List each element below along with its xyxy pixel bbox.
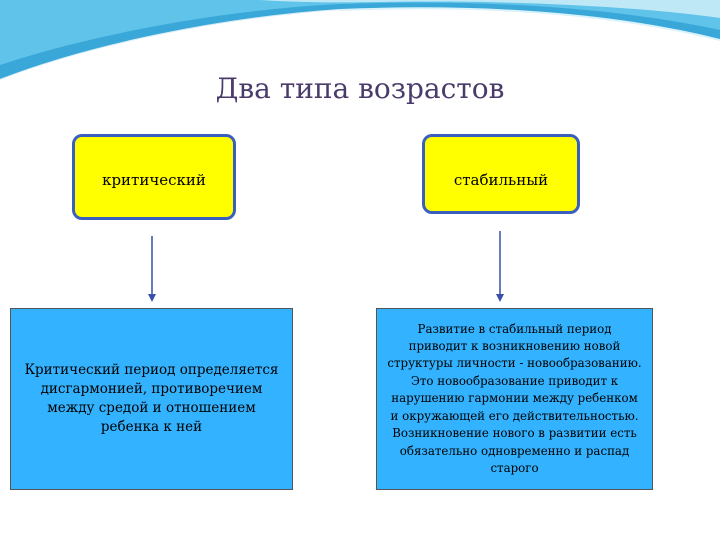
critical-type-label: критический: [102, 171, 206, 189]
critical-type-box: критический: [72, 134, 236, 220]
critical-description-text: Критический период определяется дисгармо…: [23, 361, 280, 437]
stable-type-label: стабильный: [454, 171, 548, 189]
stable-description-box: Развитие в стабильный период приводит к …: [376, 308, 653, 490]
page-title: Два типа возрастов: [0, 72, 720, 105]
critical-description-box: Критический период определяется дисгармо…: [10, 308, 293, 490]
critical-arrow: [148, 236, 156, 302]
stable-arrow: [496, 231, 504, 302]
stable-description-text: Развитие в стабильный период приводит к …: [387, 321, 642, 478]
stable-type-box: стабильный: [422, 134, 580, 214]
